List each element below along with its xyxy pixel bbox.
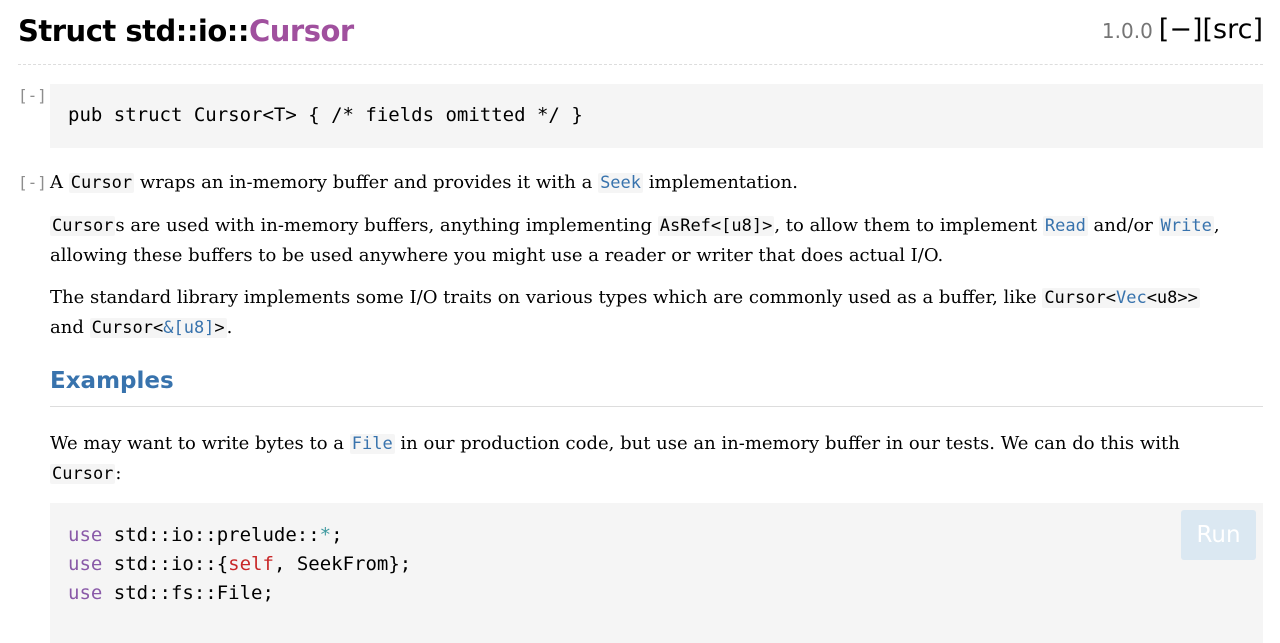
page-header: Struct std::io::Cursor 1.0.0[−][src] bbox=[18, 12, 1263, 65]
since-version: 1.0.0 bbox=[1101, 19, 1153, 43]
seek-link[interactable]: Seek bbox=[598, 173, 644, 193]
text: s are used with in-memory buffers, anyth… bbox=[115, 215, 658, 236]
code-cursor: Cursor bbox=[68, 173, 135, 193]
code-part: , SeekFrom}; bbox=[273, 553, 412, 575]
code-example: use std::io::prelude::*; use std::io::{s… bbox=[50, 503, 1263, 643]
text: , to allow them to implement bbox=[774, 215, 1043, 236]
code-cursor: Cursor bbox=[50, 464, 116, 484]
docs-toggle[interactable]: [-] bbox=[18, 173, 47, 192]
code-cursor-slice: Cursor<&[u8]> bbox=[89, 318, 227, 338]
text: wraps an in-memory buffer and provides i… bbox=[134, 172, 599, 193]
text: We may want to write bytes to a bbox=[50, 433, 350, 454]
file-link[interactable]: File bbox=[349, 434, 395, 454]
declaration-toggle[interactable]: [-] bbox=[18, 86, 47, 105]
code-part: std::io::prelude:: bbox=[102, 524, 320, 546]
docblock: A Cursor wraps an in-memory buffer and p… bbox=[50, 168, 1263, 502]
slice-link[interactable]: &[u8] bbox=[163, 318, 215, 338]
code-part: std::io::{ bbox=[102, 553, 229, 575]
text: in our production code, but use an in-me… bbox=[394, 433, 1180, 454]
keyword: use bbox=[68, 553, 103, 575]
declaration-block: pub struct Cursor<T> { /* fields omitted… bbox=[50, 84, 1263, 148]
example-code: use std::io::prelude::*; use std::io::{s… bbox=[68, 521, 411, 608]
text: implementation. bbox=[643, 172, 798, 193]
code-part: > bbox=[214, 318, 225, 338]
code-part: ; bbox=[331, 524, 343, 546]
code-part: Cursor< bbox=[91, 318, 164, 338]
doc-paragraph: We may want to write bytes to a File in … bbox=[50, 429, 1263, 489]
text: A bbox=[50, 172, 69, 193]
text: The standard library implements some I/O… bbox=[50, 287, 1043, 308]
code-part: std::fs::File; bbox=[102, 582, 274, 604]
keyword: use bbox=[68, 582, 103, 604]
run-button[interactable]: Run bbox=[1181, 510, 1256, 560]
doc-paragraph: The standard library implements some I/O… bbox=[50, 283, 1263, 343]
operator: * bbox=[319, 524, 332, 546]
src-link[interactable]: [src] bbox=[1202, 14, 1264, 45]
self-keyword: self bbox=[228, 553, 274, 575]
title-prefix: Struct std::io:: bbox=[18, 14, 249, 48]
read-link[interactable]: Read bbox=[1042, 216, 1088, 236]
code-cursor-vec: Cursor<Vec<u8>> bbox=[1042, 288, 1200, 308]
text: . bbox=[226, 317, 233, 338]
text: : bbox=[115, 463, 122, 484]
text: and bbox=[50, 317, 90, 338]
code-part: Cursor< bbox=[1044, 288, 1116, 308]
collapse-all-link[interactable]: [−] bbox=[1158, 14, 1203, 45]
text: , allowing these buffers to be used anyw… bbox=[50, 215, 1220, 266]
keyword: use bbox=[68, 524, 103, 546]
out-of-band: 1.0.0[−][src] bbox=[1102, 14, 1263, 45]
write-link[interactable]: Write bbox=[1158, 216, 1214, 236]
declaration-code: pub struct Cursor<T> { /* fields omitted… bbox=[68, 104, 583, 126]
examples-heading[interactable]: Examples bbox=[50, 367, 1263, 407]
struct-name: Cursor bbox=[248, 14, 354, 48]
code-cursor: Cursor bbox=[50, 216, 116, 236]
doc-paragraph: A Cursor wraps an in-memory buffer and p… bbox=[50, 168, 1263, 198]
text: and/or bbox=[1087, 215, 1159, 236]
code-part: <u8>> bbox=[1146, 288, 1198, 308]
code-asref: AsRef<[u8]> bbox=[657, 216, 775, 236]
page-title: Struct std::io::Cursor bbox=[18, 14, 354, 48]
vec-link[interactable]: Vec bbox=[1115, 288, 1147, 308]
